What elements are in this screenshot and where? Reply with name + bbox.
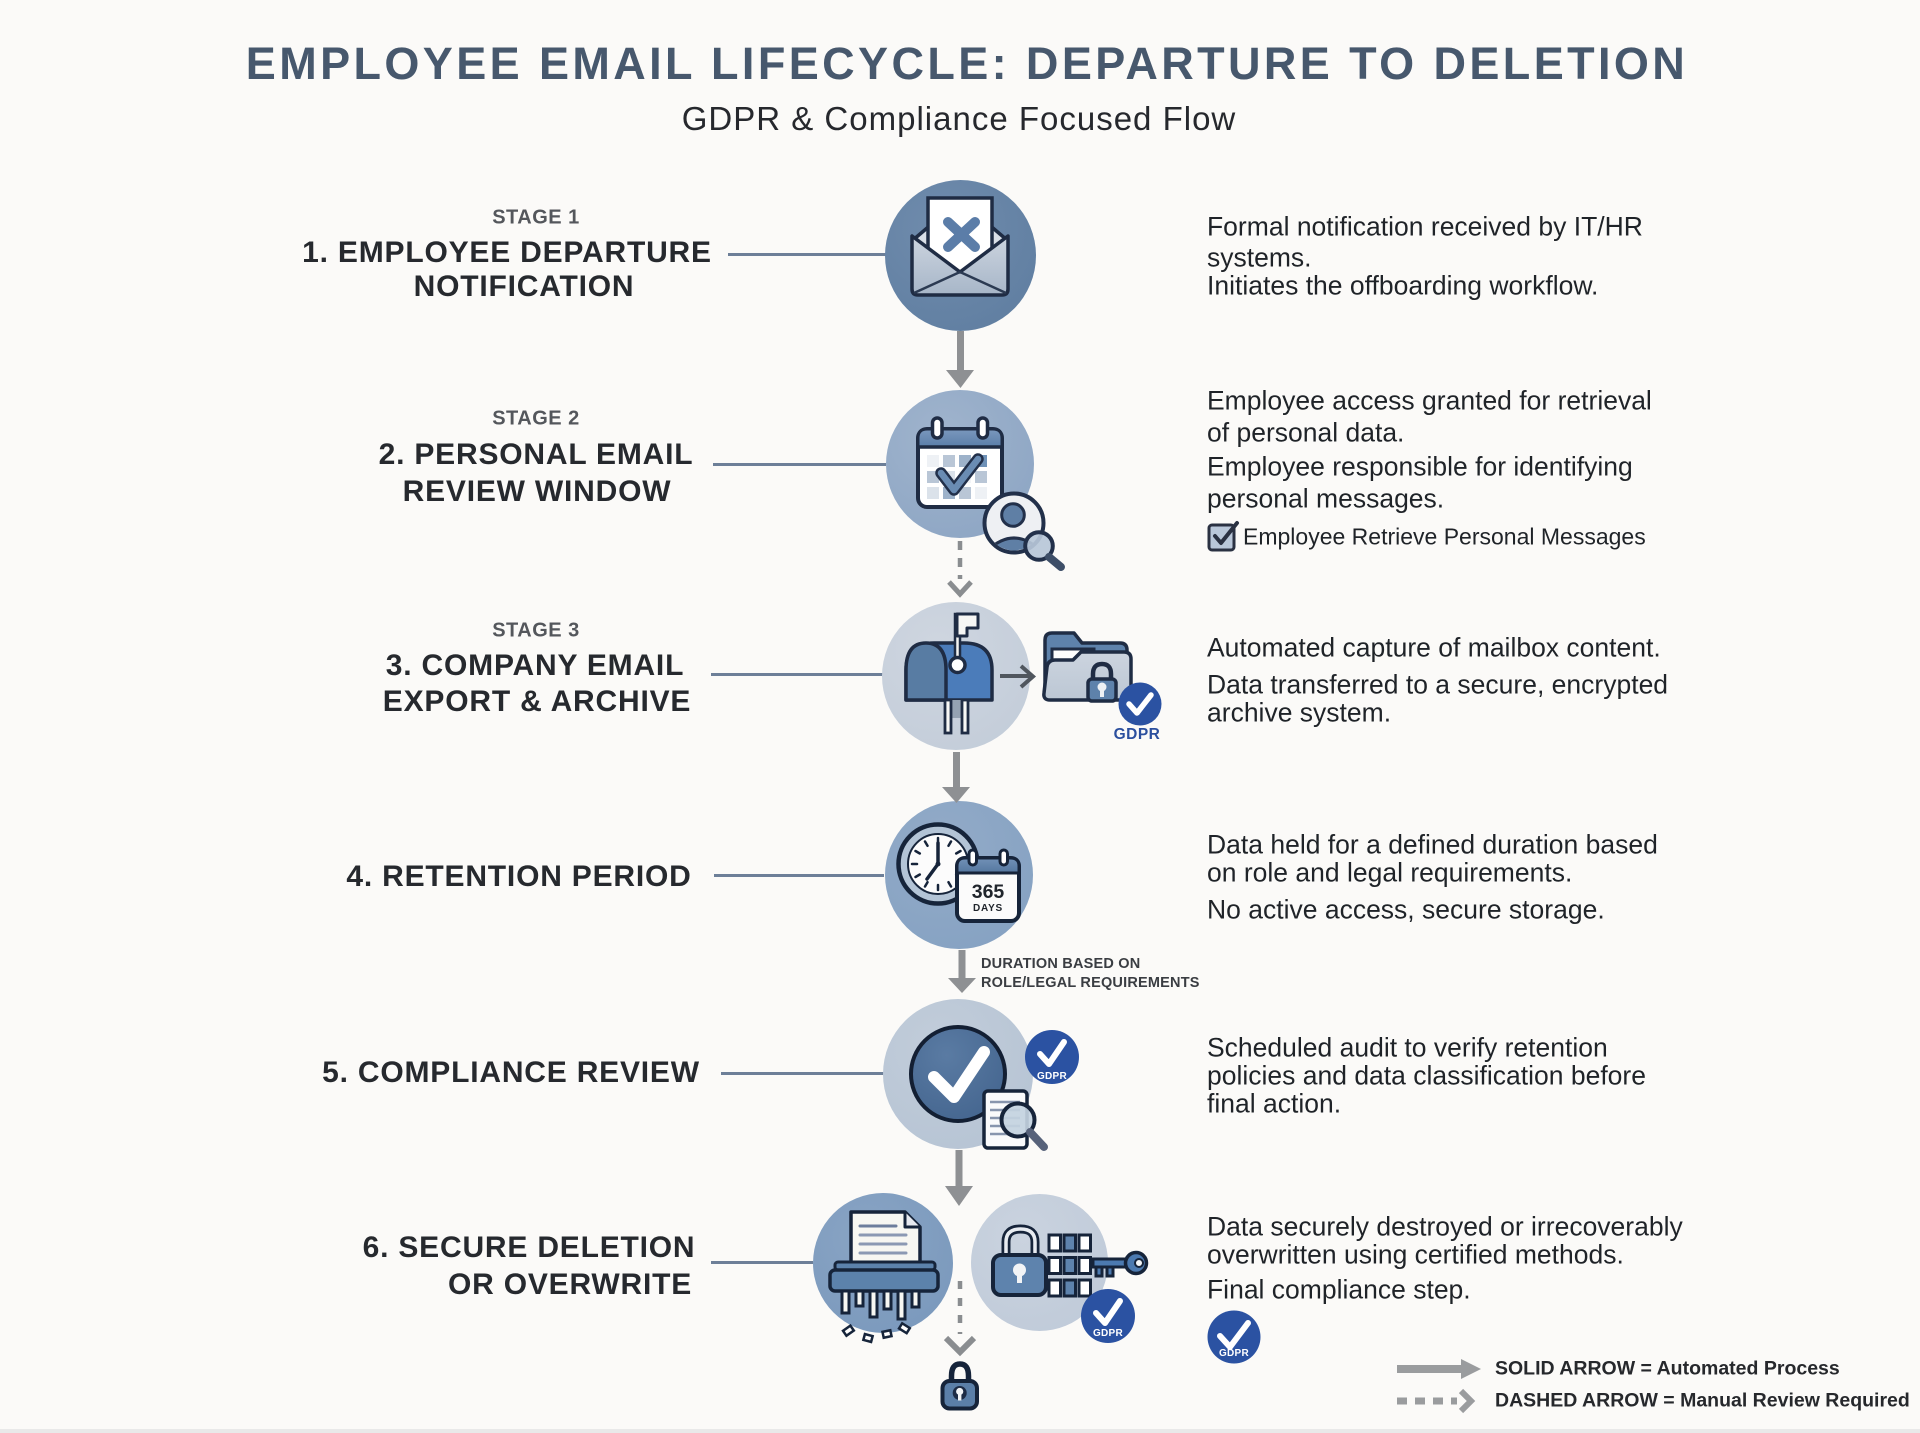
svg-text:DAYS: DAYS bbox=[973, 903, 1003, 914]
svg-text:GDPR: GDPR bbox=[1093, 1328, 1124, 1339]
svg-text:365: 365 bbox=[972, 881, 1005, 903]
svg-text:GDPR: GDPR bbox=[1037, 1071, 1068, 1082]
svg-text:GDPR: GDPR bbox=[1114, 726, 1161, 743]
svg-text:GDPR: GDPR bbox=[1219, 1348, 1250, 1359]
